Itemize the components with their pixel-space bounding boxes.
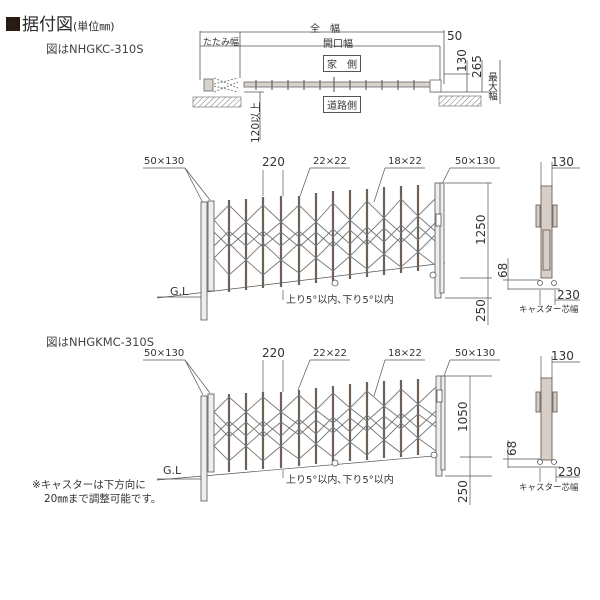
title-square-icon bbox=[6, 17, 20, 31]
dim-265: 265 bbox=[470, 55, 484, 78]
elev2-right-post-callout: 50×130 bbox=[455, 348, 496, 359]
elev2-height-dim: 1050 bbox=[456, 401, 470, 432]
footnote: ※キャスターは下方向に 20㎜まで調整可能です。 bbox=[32, 478, 161, 506]
max-width-label: 最大幅 bbox=[486, 72, 497, 101]
elev1-lattice-callout: 18×22 bbox=[388, 156, 422, 167]
title-text: 据付図 bbox=[22, 15, 73, 35]
elev2-caster-height-dim: 68 bbox=[505, 440, 519, 456]
overall-width-label: 全 幅 bbox=[310, 24, 340, 35]
folded-width-label: たたみ幅 bbox=[203, 38, 240, 48]
house-side-label: 家 側 bbox=[323, 55, 361, 72]
elev1-slope-note: 上り5°以内､下り5°以内 bbox=[286, 295, 394, 306]
elev1-caster-width-dim: 230 bbox=[557, 288, 580, 302]
elev2-pitch-dim: 220 bbox=[262, 346, 285, 360]
elev1-caster-label: キャスター芯幅 bbox=[519, 305, 579, 315]
dim-130: 130 bbox=[455, 49, 469, 72]
elev2-caster-label: キャスター芯幅 bbox=[519, 483, 579, 493]
elev2-bar-callout: 22×22 bbox=[313, 348, 347, 359]
elev2-lattice-callout: 18×22 bbox=[388, 348, 422, 359]
clearance-label: 120以上 bbox=[250, 101, 262, 143]
dim-top-50: 50 bbox=[447, 29, 463, 43]
elev2-side-width-dim: 130 bbox=[551, 349, 574, 363]
page-title: 据付図(単位㎜) bbox=[6, 10, 115, 35]
elev1-caster-height-dim: 68 bbox=[496, 262, 510, 278]
elev1-ground-label: G.L bbox=[170, 285, 189, 298]
elev2-model-caption: 図はNHGKMC-310S bbox=[46, 335, 155, 349]
elev1-left-post-callout: 50×130 bbox=[144, 156, 185, 167]
footnote-line-1: ※キャスターは下方向に bbox=[32, 479, 146, 491]
title-unit: (単位㎜) bbox=[73, 20, 115, 33]
elev1-bar-callout: 22×22 bbox=[313, 156, 347, 167]
elev2-left-post-callout: 50×130 bbox=[144, 348, 185, 359]
road-side-label: 道路側 bbox=[323, 96, 361, 113]
opening-width-label: 開口幅 bbox=[323, 39, 353, 50]
elev1-pitch-dim: 220 bbox=[262, 155, 285, 169]
elev1-height-dim: 1250 bbox=[474, 214, 488, 245]
elev1-side-width-dim: 130 bbox=[551, 155, 574, 169]
elev2-ground-label: G.L bbox=[163, 464, 182, 477]
footnote-line-2: 20㎜まで調整可能です。 bbox=[44, 493, 162, 505]
elev1-right-post-callout: 50×130 bbox=[455, 156, 496, 167]
elev2-embed-dim: 250 bbox=[456, 480, 470, 503]
elev1-embed-dim: 250 bbox=[474, 299, 488, 322]
elev2-slope-note: 上り5°以内､下り5°以内 bbox=[286, 475, 394, 486]
plan-model-caption: 図はNHGKC-310S bbox=[46, 42, 144, 56]
elev2-caster-width-dim: 230 bbox=[558, 465, 581, 479]
